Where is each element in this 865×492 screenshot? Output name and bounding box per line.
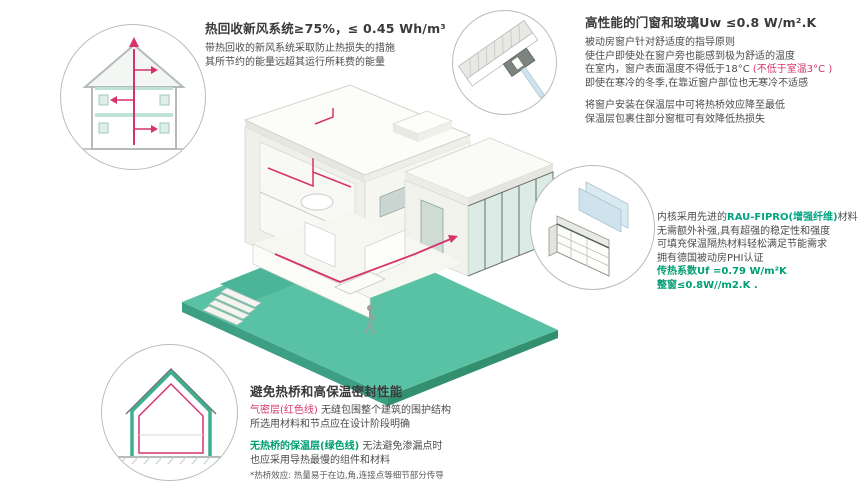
profile-line1-post: 材料 xyxy=(837,212,858,223)
thermal-footnote: *热桥效应: 热量易于在边,角,连接点等细节部分传导 xyxy=(250,471,444,481)
thermal-house-svg xyxy=(114,367,228,465)
roof-edge-right xyxy=(365,135,470,182)
window-install-svg xyxy=(457,19,545,99)
airtight-label: 气密层(红色线) xyxy=(250,405,318,416)
thermal-line2: 所选用材料和节点应在设计阶段明确 xyxy=(250,418,410,430)
profile-line1-brand: RAU-FIPRO(增强纤维) xyxy=(727,212,838,223)
bathtub xyxy=(300,193,334,211)
roof-overhang-line xyxy=(125,367,217,415)
glass-pane-section xyxy=(520,66,545,99)
thermal-line4: 也应采用导热最慢的组件和材料 xyxy=(250,454,390,466)
window-line3-note: (不低于室温3°C ) xyxy=(752,64,833,75)
window-line3: 在室内，窗户表面温度不得低于18°C (不低于室温3°C ) xyxy=(585,63,832,77)
profile-chambers xyxy=(556,230,610,267)
window-title: 高性能的门窗和玻璃Uw ≤0.8 W/m².K xyxy=(585,15,817,30)
wing-roof-edge-se xyxy=(468,164,553,206)
person-figure xyxy=(364,305,377,335)
window-body: 被动房窗户针对舒适度的指导原则 使住户即使处在窗户旁也能感到极为舒适的温度 在室… xyxy=(585,36,832,126)
profile-line1: 内核采用先进的RAU-FIPRO(增强纤维)材料 xyxy=(657,211,858,225)
thermal-title: 避免热桥和高保温密封性能 xyxy=(250,384,403,399)
platform-side-right xyxy=(388,330,558,406)
main-house-illustration xyxy=(165,72,565,407)
thermal-line3-rest: 无法避免渗漏点时 xyxy=(359,441,443,452)
hrv-body-line2: 其所节约的能量远超其运行所耗费的能量 xyxy=(205,56,385,68)
thermal-line1: 气密层(红色线) 无缝包围整个建筑的围护结构 xyxy=(250,404,451,418)
window-install-circle xyxy=(452,10,557,115)
roof-duct xyxy=(314,108,334,125)
garden-stairs xyxy=(202,287,262,326)
profile-uf-value: 传热系数Uf =0.79 W/m²K xyxy=(657,266,787,277)
roof-parapet xyxy=(392,110,453,142)
kitchen-island xyxy=(334,271,386,295)
airtight-layer-red-line xyxy=(138,382,204,454)
profile-line1-pre: 内核采用先进的 xyxy=(657,212,727,223)
thermal-line1-rest: 无缝包围整个建筑的围护结构 xyxy=(317,405,451,416)
window-line1: 被动房窗户针对舒适度的指导原则 xyxy=(585,37,735,48)
isometric-house-svg xyxy=(182,84,558,406)
window-line3-main: 在室内，窗户表面温度不得低于18°C xyxy=(585,64,753,75)
partition-wall-1 xyxy=(304,221,336,268)
hrv-body-line1: 带热回收的新风系统采取防止热损失的措施 xyxy=(205,43,395,54)
insulation-label: 无热桥的保温层(绿色线) xyxy=(250,441,360,452)
window-line6: 保温层包裹住部分窗框可有效降低热损失 xyxy=(585,113,765,125)
ground-floor-ducts xyxy=(274,235,458,283)
thermal-detail-circle xyxy=(101,344,238,481)
glass-pane-inner xyxy=(578,187,622,233)
insulation-layer-green-line xyxy=(130,369,212,456)
partition-wall-2 xyxy=(364,229,406,280)
hrv-body: 带热回收的新风系统采取防止热损失的措施 其所节约的能量远超其运行所耗费的能量 xyxy=(205,42,395,69)
hrv-title: 热回收新风系统≥75%，≤ 0.45 Wh/m³ xyxy=(205,21,446,36)
thermal-line3: 无热桥的保温层(绿色线) 无法避免渗漏点时 xyxy=(250,440,451,454)
platform-side-left xyxy=(182,302,388,406)
thermal-body: 气密层(红色线) 无缝包围整个建筑的围护结构 所选用材料和节点应在设计阶段明确 … xyxy=(250,404,451,484)
profile-uw-value: 整窗≤0.8W//m2.K . xyxy=(657,279,758,291)
roof-edge-left xyxy=(245,120,365,182)
wing-roof-edge-sw xyxy=(405,172,468,206)
window-profile-svg xyxy=(548,181,629,277)
profile-line4: 拥有德国被动房PHI认证 xyxy=(657,252,764,264)
gasket-line xyxy=(556,223,610,249)
profile-line2: 无需额外补强,具有超强的稳定性和强度 xyxy=(657,225,831,237)
window-line4: 即使在寒冷的冬季,在靠近窗户部位也无寒冷不适感 xyxy=(585,77,809,89)
ground-hatch xyxy=(119,456,211,465)
roof-top xyxy=(243,84,472,176)
window-line2: 使住户即使处在窗户旁也能感到极为舒适的温度 xyxy=(585,50,795,62)
hrv-house-section-svg xyxy=(79,37,189,150)
profile-line3: 可填充保温隔热材料轻松满足节能需求 xyxy=(657,239,827,250)
hrv-detail-circle xyxy=(60,24,206,170)
profile-body: 内核采用先进的RAU-FIPRO(增强纤维)材料 无需额外补强,具有超强的稳定性… xyxy=(657,211,858,292)
window-line5: 将窗户安装在保温层中可将热桥效应降至最低 xyxy=(585,100,785,111)
window-profile-circle xyxy=(530,165,655,290)
ventilation-arrows xyxy=(110,37,158,145)
